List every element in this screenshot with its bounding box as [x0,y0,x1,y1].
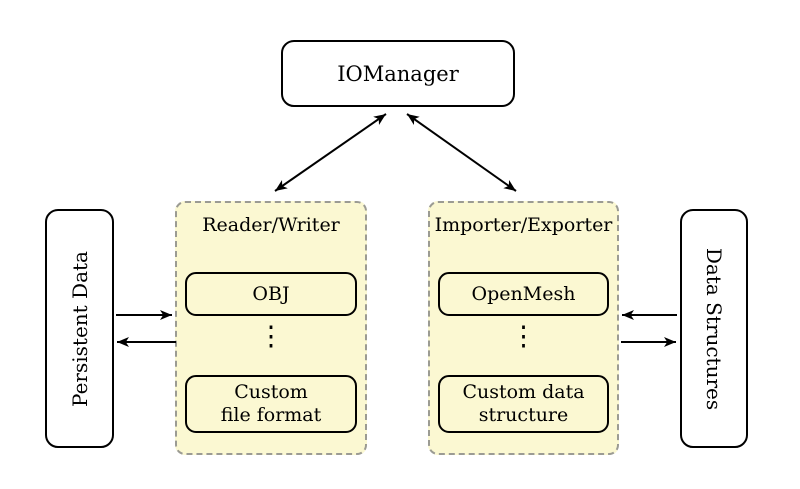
openmesh-label: OpenMesh [471,282,576,305]
importer-exporter-title: Importer/Exporter [434,214,613,236]
openmesh-node: OpenMesh [438,272,609,316]
custom-file-format-node: Custom file format [185,375,357,433]
obj-label: OBJ [252,282,290,305]
reader-writer-title: Reader/Writer [202,214,340,236]
persistent-data-label: Persistent Data [67,250,92,407]
obj-node: OBJ [185,272,357,316]
reader-writer-panel: Reader/Writer OBJ ⋮ Custom file format [175,201,367,455]
arrow-iomanager-readerwriter [274,113,387,192]
vertical-ellipsis: ⋮ [510,321,537,352]
vertical-ellipsis: ⋮ [257,321,285,352]
data-structures-label: Data Structures [702,247,726,410]
custom-data-structure-line1: Custom data [462,381,585,404]
persistent-data-node: Persistent Data [45,209,114,448]
custom-file-format-line1: Custom [234,381,308,404]
custom-data-structure-node: Custom data structure [438,375,609,433]
importer-exporter-panel: Importer/Exporter OpenMesh ⋮ Custom data… [428,201,619,455]
custom-file-format-line2: file format [220,404,322,426]
data-structures-node: Data Structures [680,209,748,448]
iomanager-label: IOManager [337,61,459,86]
arrow-iomanager-importerexporter [406,113,517,192]
iomanager-node: IOManager [281,40,515,107]
custom-data-structure-line2: structure [478,404,569,426]
